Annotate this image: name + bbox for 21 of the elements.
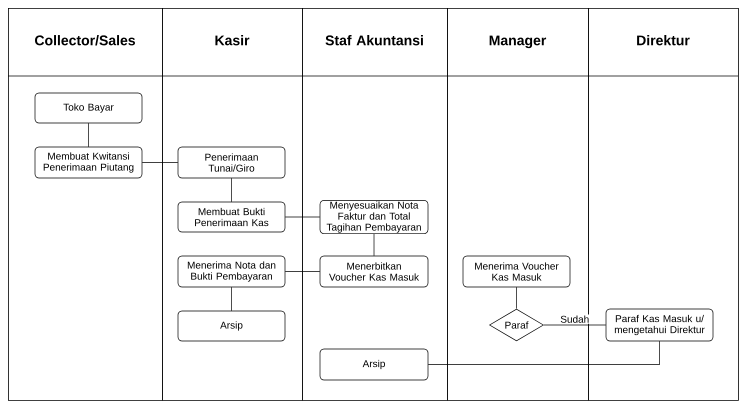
connector-line (285, 271, 320, 272)
process-box: Arsip (320, 348, 428, 380)
process-box: Menyesuaikan Nota Faktur dan Total Tagihan Pembayaran (320, 200, 428, 234)
process-box: Membuat Kwitansi Penerimaan Piutang (34, 146, 142, 178)
process-box: Membuat Bukti Penerimaan Kas (178, 202, 286, 232)
process-box: Arsip (178, 310, 286, 342)
connector-line (516, 287, 517, 309)
process-box: Menerbitkan Voucher Kas Masuk (320, 256, 428, 288)
connector-line (428, 341, 660, 365)
process-box: Paraf Kas Masuk u/ mengetahui Direktur (606, 308, 714, 342)
process-box: Menerima Voucher Kas Masuk (462, 256, 570, 288)
connector-line (285, 216, 320, 218)
connector-line (88, 123, 89, 147)
edge-label: Sudah (560, 315, 589, 323)
connector-line (231, 178, 232, 202)
connector-line (231, 287, 232, 311)
process-box: Penerimaan Tunai/Giro (178, 146, 286, 178)
connector-line (142, 162, 178, 163)
process-box: Toko Bayar (34, 92, 142, 124)
connector-line (544, 324, 606, 326)
process-box: Menerima Nota dan Bukti Pembayaran (178, 256, 286, 288)
